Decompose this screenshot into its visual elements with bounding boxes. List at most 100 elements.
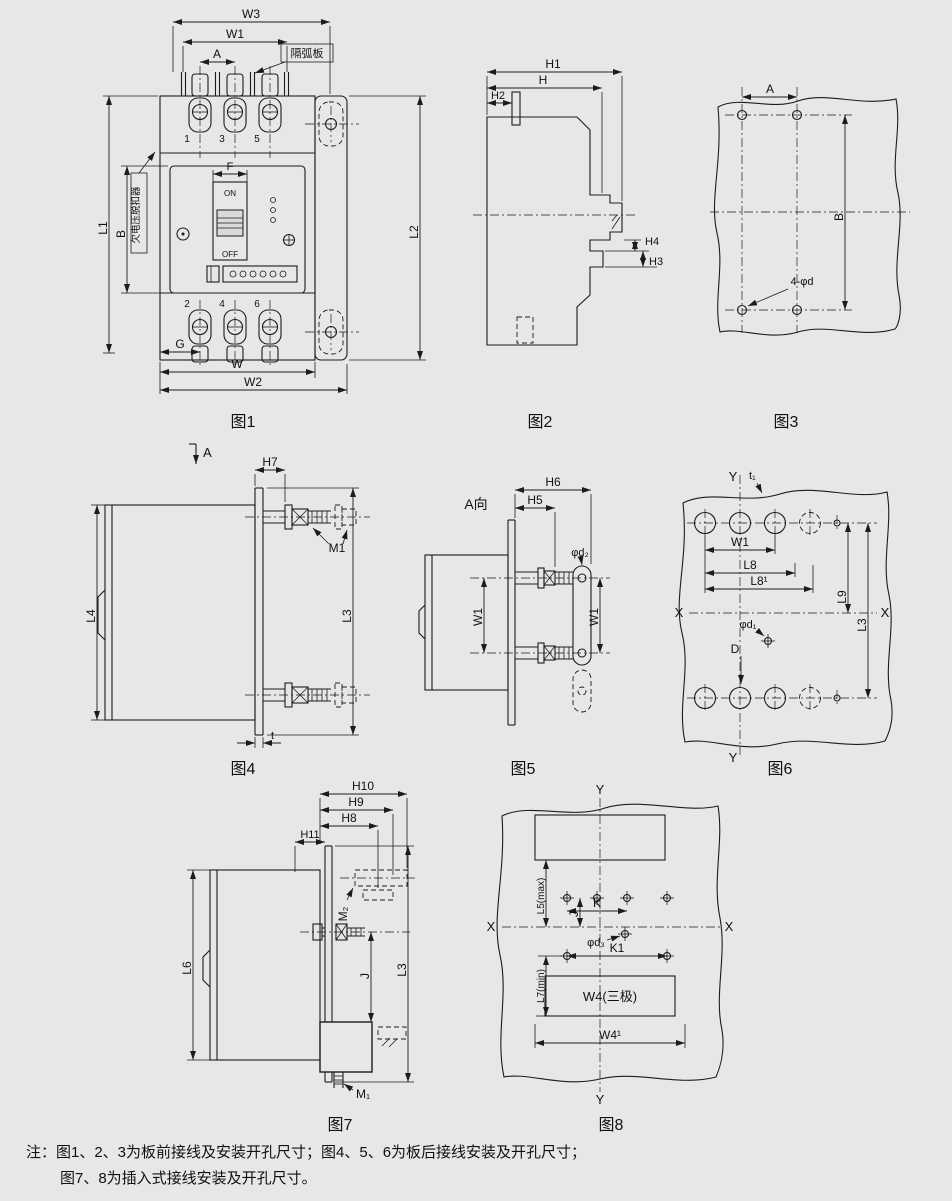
fig4-dimensions: [91, 467, 359, 748]
fig1-label-w1: W1: [226, 27, 244, 41]
fig1-label-f: F: [227, 161, 234, 173]
figure-4-rear-connection: A H7 M1 L4 L3 t: [84, 440, 385, 755]
fig8-label-w4-3pole: W4(三极): [583, 989, 637, 1004]
fig1-label-g: G: [175, 337, 184, 351]
fig4-label-section-a: A: [203, 445, 212, 460]
fig6-dimensions: [704, 523, 871, 698]
fig5-label-view-a: A向: [464, 496, 487, 512]
fig7-label-m1: M₁: [356, 1087, 370, 1101]
fig8-label-l7min: L7(min): [536, 969, 547, 1003]
fig5-label-w1-left: W1: [471, 608, 485, 626]
fig2-label-h3: H3: [649, 256, 663, 268]
fig8-caption: 图8: [598, 1117, 624, 1134]
fig6-label-l9: L9: [835, 590, 849, 604]
fig8-label-k1: K1: [610, 941, 625, 955]
fig6-label-d: D: [731, 642, 740, 656]
fig1-label-w3: W3: [242, 7, 260, 21]
fig8-hole-row-1: [560, 891, 674, 905]
fig4-linework: [97, 443, 370, 736]
fig8-label-y-top: Y: [596, 782, 605, 797]
fig8-labels: Y X X K J L5(max) φd₃ K1 L7(min) W4(三极) …: [487, 782, 734, 1107]
fig4-caption: 图4: [230, 761, 256, 778]
fig7-drawing: H10 H9 H8 H11 M₂ L6 J L3 M₁: [180, 779, 415, 1101]
fig7-label-l6: L6: [180, 961, 194, 975]
fig2-label-h1: H1: [545, 57, 561, 71]
fig1-label-w: W: [231, 357, 243, 371]
fig6-label-x-left: X: [675, 605, 684, 620]
fig3-label-holes: 4-φd: [790, 276, 813, 288]
fig6-label-d1: φd₁: [740, 619, 757, 631]
fig7-label-h11: H11: [300, 829, 319, 841]
note-line-1: 注：图1、2、3为板前接线及安装开孔尺寸；图4、5、6为板后接线安装及开孔尺寸；: [26, 1144, 587, 1161]
note-line-2: 图7、8为插入式接线安装及开孔尺寸。: [60, 1170, 317, 1187]
fig1-labels: W3 W1 A 隔弧板 1 3 5 F ON OFF B 欠电压脱扣器 L1 L…: [96, 7, 421, 389]
fig6-linework: [678, 475, 893, 755]
fig8-label-x-right: X: [725, 919, 734, 934]
fig1-label-off: OFF: [222, 250, 238, 259]
fig6-drawing: Y t₁ W1 L8 L8¹ L9 L3 X X φd₁ D Y: [675, 469, 893, 765]
fig2-linework: [473, 91, 635, 346]
fig5-label-h6: H6: [545, 475, 561, 489]
fig8-label-x-left: X: [487, 919, 496, 934]
fig1-label-on: ON: [224, 189, 236, 198]
fig3-label-a: A: [766, 82, 774, 96]
fig6-label-l8: L8: [743, 558, 757, 572]
fig6-caption: 图6: [767, 761, 793, 778]
fig1-caption: 图1: [230, 414, 256, 431]
figure-8-plugin-drill-plan: Y X X K J L5(max) φd₃ K1 L7(min) W4(三极) …: [480, 780, 745, 1110]
fig3-linework: [710, 87, 910, 336]
fig3-drawing: A B 4-φd: [710, 82, 910, 336]
fig1-label-pole6: 6: [254, 299, 260, 310]
fig5-linework: [418, 519, 610, 726]
fig6-label-t1: t₁: [749, 470, 756, 482]
fig3-label-b: B: [832, 213, 846, 221]
figure-6-rear-drill-plan: Y t₁ W1 L8 L8¹ L9 L3 X X φd₁ D Y: [665, 465, 920, 765]
fig8-label-w4-sup: W4¹: [599, 1028, 621, 1042]
fig7-caption: 图7: [327, 1117, 353, 1134]
fig8-label-y-bottom: Y: [596, 1092, 605, 1107]
fig4-label-m1: M1: [329, 541, 346, 555]
fig3-labels: A B 4-φd: [766, 82, 846, 288]
fig1-label-pole3: 3: [219, 134, 225, 145]
figure-7-plugin-side-view: H10 H9 H8 H11 M₂ L6 J L3 M₁: [175, 779, 450, 1110]
fig6-label-y-bottom: Y: [729, 750, 738, 765]
figure-1-front-view: W3 W1 A 隔弧板 1 3 5 F ON OFF B 欠电压脱扣器 L1 L…: [95, 7, 440, 408]
fig5-caption: 图5: [510, 761, 536, 778]
fig5-label-w1-right: W1: [587, 608, 601, 626]
fig2-dimensions: [486, 69, 657, 268]
fig7-label-l3: L3: [395, 963, 409, 977]
figure-5-view-a: A向 H6 H5 φd₂ W1 W1: [410, 465, 625, 755]
fig8-label-l5max: L5(max): [536, 878, 547, 915]
fig7-linework: [202, 845, 415, 1092]
fig4-label-t: t: [271, 730, 274, 742]
fig1-dimensions: [103, 19, 426, 394]
fig8-label-j: J: [567, 911, 581, 917]
fig4-label-l4: L4: [84, 609, 98, 623]
fig4-drawing: A H7 M1 L4 L3 t: [84, 443, 370, 748]
fig2-labels: H1 H H2 H4 H3: [491, 57, 663, 268]
fig5-label-d2: φd₂: [571, 547, 589, 559]
fig7-label-h9: H9: [348, 795, 364, 809]
fig6-label-y-top: Y: [729, 469, 738, 484]
fig1-label-pole4: 4: [219, 299, 225, 310]
fig4-label-h7: H7: [262, 455, 278, 469]
fig7-label-h10: H10: [352, 779, 374, 793]
fig1-label-b: B: [114, 230, 128, 238]
fig7-label-m2: M₂: [336, 906, 350, 921]
fig1-label-undervoltage-release: 欠电压脱扣器: [130, 186, 142, 244]
fig8-label-k: K: [593, 896, 601, 910]
note: 注：图1、2、3为板前接线及安装开孔尺寸；图4、5、6为板后接线安装及开孔尺寸；…: [26, 1140, 586, 1192]
fig5-labels: A向 H6 H5 φd₂ W1 W1: [464, 475, 601, 626]
fig2-label-h4: H4: [645, 236, 659, 248]
figure-3-drill-plan: A B 4-φd: [700, 75, 920, 345]
fig7-dimensions: [187, 791, 414, 1083]
fig2-label-h2: H2: [491, 90, 505, 102]
fig4-labels: A H7 M1 L4 L3 t: [84, 445, 354, 742]
fig1-drawing: W3 W1 A 隔弧板 1 3 5 F ON OFF B 欠电压脱扣器 L1 L…: [96, 7, 426, 394]
fig8-label-d3: φd₃: [587, 937, 605, 949]
fig1-label-w2: W2: [244, 375, 262, 389]
fig3-dimensions: [742, 94, 848, 310]
fig2-drawing: H1 H H2 H4 H3: [473, 57, 663, 346]
figure-2-side-view: H1 H H2 H4 H3: [465, 55, 665, 405]
